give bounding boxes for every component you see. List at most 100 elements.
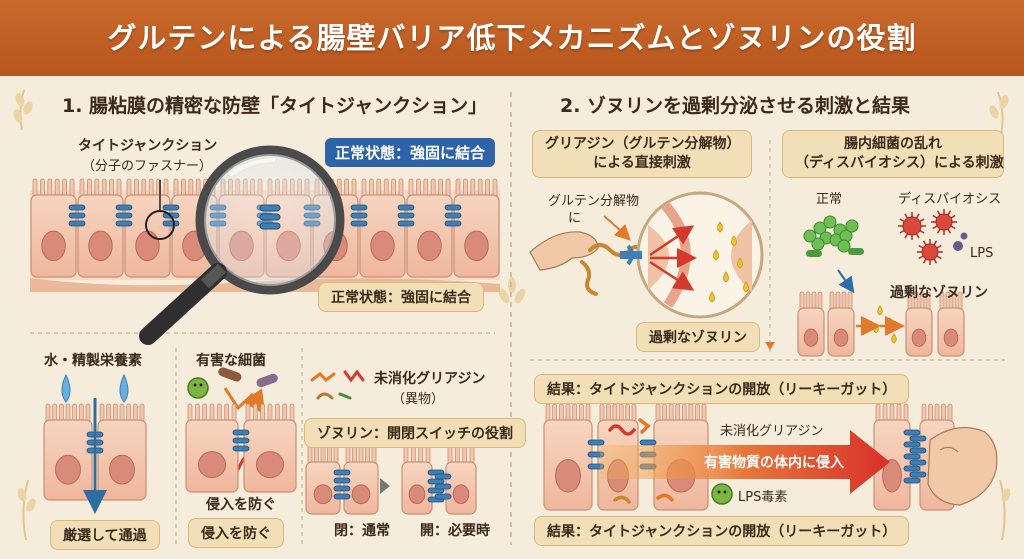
tight-junction	[333, 485, 351, 492]
lps-toxin-icon	[711, 483, 733, 505]
tight-junction	[444, 212, 462, 219]
epithelial-cell	[873, 403, 911, 511]
lps-toxin-label: LPS毒素	[738, 490, 788, 505]
tight-junction	[903, 477, 921, 484]
tight-junction	[232, 429, 250, 436]
tight-junction	[909, 471, 927, 478]
epithelial-cell	[401, 445, 433, 515]
tight-junction	[397, 204, 415, 211]
epithelial-cell	[797, 291, 825, 357]
epithelial-cell	[185, 403, 239, 493]
tj-label-line2: （分子のファスナー）	[82, 159, 213, 174]
hand-pulling-icon	[927, 426, 998, 506]
tight-junction	[909, 447, 927, 454]
epithelial-cell	[905, 291, 933, 357]
tight-junction	[115, 220, 133, 227]
water-caption: 厳選して通過	[50, 520, 160, 550]
epithelial-cell	[30, 178, 77, 278]
epithelial-cell	[359, 178, 406, 278]
receptor-icon	[620, 244, 642, 266]
gliadin-fragments-2-icon	[608, 418, 674, 504]
tight-junction	[232, 445, 250, 452]
pathogen-cell	[898, 212, 926, 240]
tight-junction	[639, 439, 657, 446]
tight-junction	[903, 465, 921, 472]
flora-cell	[845, 219, 859, 233]
tight-junction	[162, 220, 180, 227]
excess-zonulin-tag: 過剰なゾヌリン	[636, 322, 760, 352]
lps-particle	[960, 232, 968, 240]
zonulin-drop	[891, 333, 897, 344]
gliadin-fragments-icon	[310, 369, 365, 400]
tight-junction	[162, 204, 180, 211]
tight-junction	[68, 212, 86, 219]
epithelial-cell	[343, 445, 379, 515]
bacteria-inner-text: 侵入を防ぐ	[206, 497, 276, 513]
tight-junction	[909, 459, 927, 466]
dysbiosis-bacteria-icon	[898, 209, 968, 265]
tight-junction	[350, 204, 368, 211]
closed-to-open-arrow	[380, 478, 390, 494]
bacteria-label: 有害な細菌	[196, 353, 266, 369]
zonulin-drop	[743, 281, 749, 293]
water-drop-icon	[61, 373, 129, 403]
epithelial-cell	[827, 291, 855, 357]
title-banner	[0, 0, 1024, 76]
tj-zoom-icon	[259, 204, 281, 230]
excess-zonulin-label: 過剰なゾヌリン	[890, 285, 988, 301]
result-tag-bottom: 結果：タイトジャンクションの開放（リーキーガット）	[534, 516, 910, 546]
bacteria-caption: 侵入を防ぐ	[188, 518, 284, 548]
flora-cell	[837, 239, 851, 253]
lps-particle	[953, 241, 963, 251]
pathogen-cell	[917, 239, 943, 265]
zonulin-role-tag: ゾヌリン：開閉スイッチの役割	[304, 418, 526, 448]
tight-junction	[444, 204, 462, 211]
dysbiosis-stimulus-tag: 腸内細菌の乱れ （ディスバイオシス）による刺激	[782, 130, 1004, 178]
tight-junction	[115, 212, 133, 219]
flora-rod	[806, 250, 822, 257]
normal-flora-label: 正常	[816, 192, 843, 207]
tight-junction	[444, 220, 462, 227]
tight-junction	[434, 483, 452, 490]
zonulin-drop	[713, 249, 719, 261]
blocked-arrow	[223, 387, 266, 415]
zonulin-drops-2-icon	[873, 305, 897, 344]
tight-junction	[232, 437, 250, 444]
flora-cell	[803, 229, 817, 243]
wheat-left-icon	[13, 89, 36, 541]
gliadin-stimulus-line2: による直接刺激	[593, 155, 691, 171]
open-label: 開：必要時	[420, 523, 490, 539]
tight-junction	[903, 429, 921, 436]
result-gliadin-label: 未消化グリアジン	[720, 424, 824, 439]
tight-junction	[397, 212, 415, 219]
hand-icon	[529, 231, 599, 271]
zonulin-drop	[717, 221, 723, 233]
epithelial-cell	[43, 403, 93, 501]
tight-junction	[68, 204, 86, 211]
pathogen-cell	[931, 209, 957, 235]
signal-arrows	[649, 225, 697, 291]
dysbiosis-label: ディスバイオシス	[898, 192, 1002, 207]
zonulin-drop	[877, 305, 883, 316]
tight-junction	[350, 220, 368, 227]
flora-cell	[823, 215, 837, 229]
epithelial-cell	[243, 403, 297, 493]
epithelial-cell	[453, 178, 500, 278]
zonulin-drops-icon	[709, 221, 749, 303]
section1-title: 1. 腸粘膜の精密な防壁「タイトジャンクション」	[62, 95, 488, 117]
tight-junction	[333, 469, 351, 476]
zonulin-drop	[737, 257, 743, 269]
epithelial-cell	[77, 178, 124, 278]
flora-cell	[813, 221, 827, 235]
dysbiosis-stimulus-line1: 腸内細菌の乱れ	[844, 136, 942, 152]
tj-label-line1: タイトジャンクション	[78, 138, 218, 154]
tight-junction	[587, 439, 605, 446]
lps-label: LPS	[970, 246, 994, 261]
gliadin-stimulus-line1: グリアジン（グルテン分解物）	[545, 136, 741, 152]
wheat-center-icon	[498, 277, 526, 304]
epithelial-cell	[406, 178, 453, 278]
gluten-fragment-line1: グルテン分解物	[548, 194, 640, 209]
invasion-label: 有害物質の体内に侵入	[704, 455, 844, 471]
gliadin-label-line2: （異物）	[392, 392, 445, 407]
